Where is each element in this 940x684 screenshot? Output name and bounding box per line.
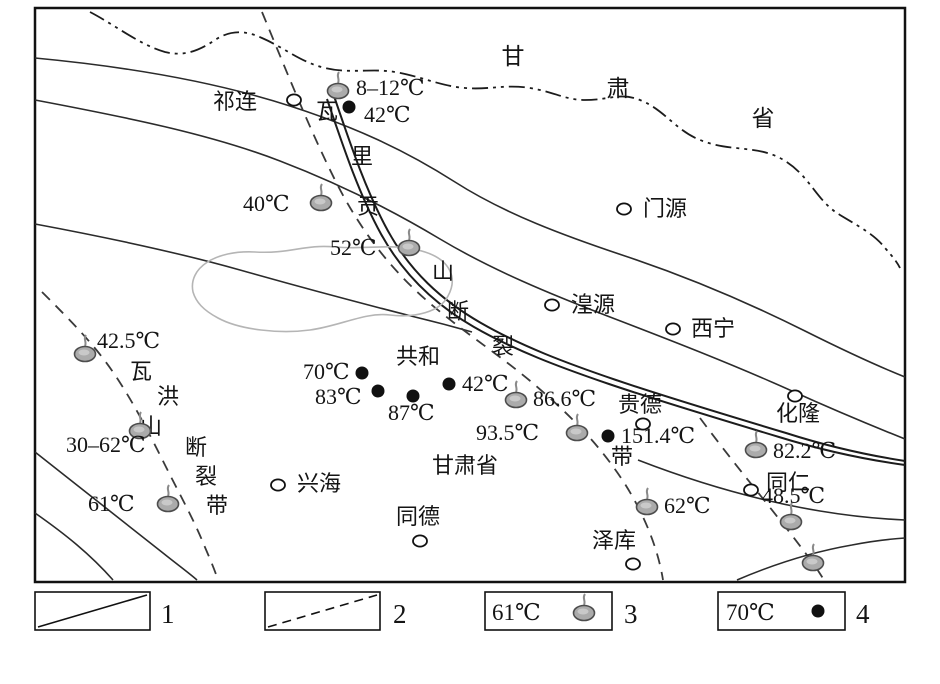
main-fault-line-b: [333, 95, 906, 462]
legend-item-1-label: 1: [161, 599, 175, 629]
ne-fault-char: 瓦: [316, 99, 338, 124]
legend-item-4-label: 4: [856, 599, 870, 629]
city-marker: [616, 202, 632, 216]
spring-temp-label: 52℃: [330, 235, 377, 260]
spring-temp-label: 48.5℃: [762, 483, 825, 508]
well-temp-label: 83℃: [315, 384, 362, 409]
spring-temp-label: 82.2℃: [773, 438, 836, 463]
well-temp-label: 42℃: [364, 102, 411, 127]
city-label: 西宁: [691, 316, 735, 341]
city-marker: [787, 389, 803, 403]
city-label: 祁连: [213, 89, 257, 114]
ne-fault-char: 裂: [492, 334, 514, 359]
well-marker: [355, 366, 369, 380]
well-temp-label: 151.4℃: [621, 423, 695, 448]
city-label: 共和: [396, 344, 440, 369]
city-marker: [665, 322, 681, 336]
ne-fault-char: 山: [432, 259, 454, 284]
boundary-line-icon: [37, 594, 148, 628]
sw-fault-char: 裂: [195, 464, 217, 489]
well-temp-label: 70℃: [303, 359, 350, 384]
sw-fault-char: 断: [185, 435, 207, 460]
ne-fault-char: 贡: [357, 194, 379, 219]
lake-outline: [191, 245, 453, 333]
city-marker: [625, 557, 641, 571]
boundary-solid-line-3: [34, 223, 473, 333]
spring-temp-label: 86.6℃: [533, 386, 596, 411]
city-marker: [286, 93, 302, 107]
region-label: 甘肃省: [432, 453, 498, 478]
spring-temp-label: 42.5℃: [97, 328, 160, 353]
sw-boundary-line-2: [34, 512, 114, 581]
well-icon: [811, 604, 825, 618]
well-marker: [601, 429, 615, 443]
well-marker: [371, 384, 385, 398]
spring-temp-label: 93.5℃: [476, 420, 539, 445]
sw-fault-char: 瓦: [130, 359, 152, 384]
sw-fault-char: 洪: [157, 384, 179, 409]
se-boundary-line-1: [637, 459, 906, 521]
province-boundary-dashdot-line: [89, 11, 901, 269]
city-label: 湟源: [571, 292, 615, 317]
city-marker: [544, 298, 560, 312]
legend-item-3-label: 3: [624, 599, 638, 629]
main-fault-line-a: [326, 98, 906, 466]
ne-fault-dashed-line: [261, 11, 664, 581]
city-marker: [270, 478, 286, 492]
city-label: 同德: [396, 504, 440, 529]
city-marker: [743, 483, 759, 497]
ne-fault-char: 里: [351, 144, 373, 169]
city-label: 门源: [643, 196, 687, 221]
legend-well-temp: 70℃: [726, 600, 775, 625]
spring-temp-label: 62℃: [664, 493, 711, 518]
sw-fault-dashed-line: [41, 291, 219, 581]
well-marker: [342, 100, 356, 114]
legend-box-2: [264, 591, 381, 631]
ne-fault-char: 带: [611, 444, 633, 469]
legend-spring-temp: 61℃: [492, 600, 541, 625]
city-label: 化隆: [776, 401, 820, 426]
map-frame: [33, 6, 907, 584]
province-char: 省: [752, 106, 775, 131]
legend-item-2-label: 2: [393, 599, 407, 629]
fault-line-icon: [267, 594, 378, 628]
spring-temp-label: 61℃: [88, 491, 135, 516]
spring-temp-label: 30–62℃: [66, 432, 146, 457]
city-label: 同仁: [766, 470, 810, 495]
ne-fault-char: 断: [447, 299, 469, 324]
well-temp-label: 87℃: [388, 400, 435, 425]
spring-temp-label: 8–12℃: [356, 75, 425, 100]
well-marker: [442, 377, 456, 391]
se-boundary-line-2: [736, 537, 906, 581]
city-label: 贵德: [618, 392, 662, 417]
city-label: 泽库: [592, 528, 636, 553]
city-marker: [412, 534, 428, 548]
legend: 1 2 61℃ 3 70℃ 4: [34, 591, 870, 631]
province-char: 甘: [502, 44, 525, 69]
sw-fault-char: 带: [206, 493, 228, 518]
city-label: 兴海: [297, 471, 341, 496]
boundary-solid-line-1: [34, 57, 906, 378]
well-temp-label: 42℃: [462, 371, 509, 396]
province-char: 肃: [607, 76, 630, 101]
sw-boundary-line-1: [34, 451, 198, 581]
spring-temp-label: 40℃: [243, 191, 290, 216]
se-fault-dashed-line: [699, 417, 825, 581]
